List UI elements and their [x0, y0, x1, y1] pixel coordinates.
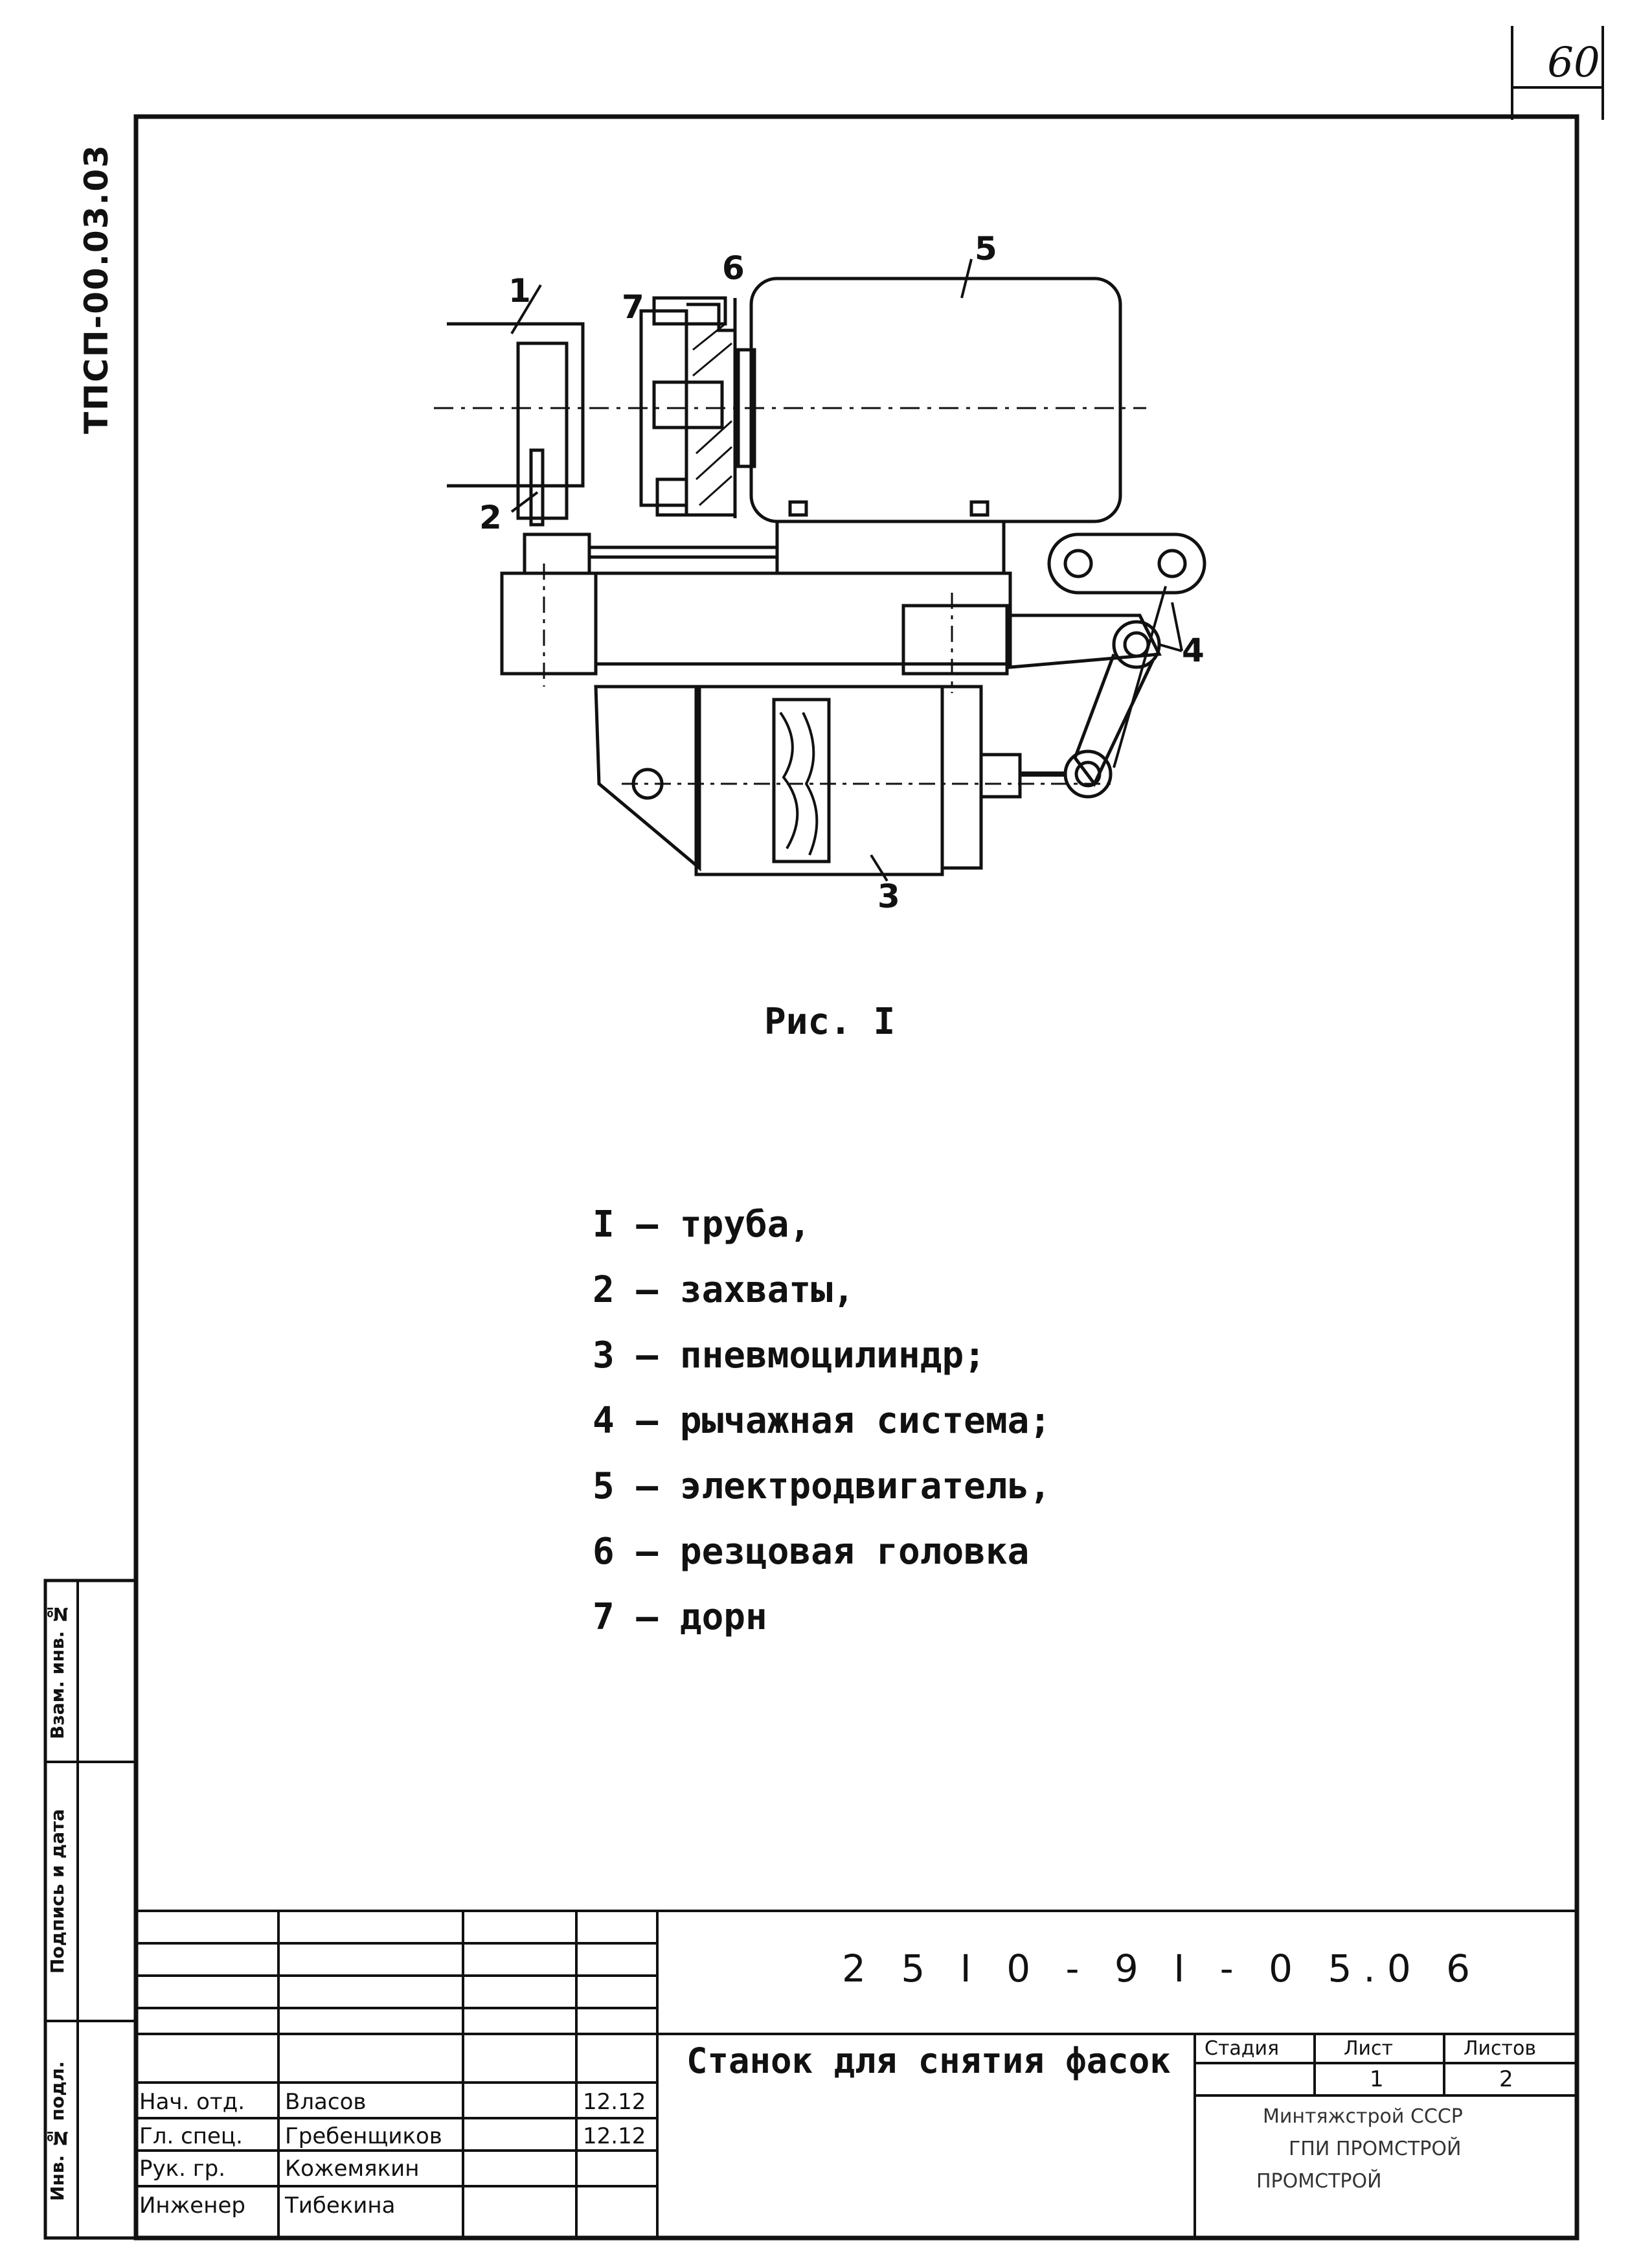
figure-caption: Рис. I: [764, 1001, 896, 1043]
leader-5: [960, 258, 973, 299]
leader-2: [510, 491, 539, 513]
slide-block: [523, 532, 591, 575]
leader-4b: [1159, 643, 1182, 652]
org-line: Минтяжстрой СССР: [1263, 2105, 1463, 2128]
side-stamp-signature-date: Подпись и дата: [47, 1809, 68, 1974]
leader-3: [870, 854, 888, 882]
pipe-outline: [447, 322, 585, 488]
org-line: ПРОМСТРОЙ: [1256, 2170, 1382, 2193]
mandrel-bottom: [655, 477, 688, 517]
stage-label: Стадия: [1205, 2037, 1280, 2060]
outer-frame: [133, 114, 1579, 2241]
document-code: 2 5 I 0 - 9 I - 0 5.0 6: [842, 1946, 1482, 1991]
callout-7: 7: [622, 288, 644, 326]
legend-item: I – труба,: [593, 1204, 811, 1246]
side-stamp-inv-no: Инв. № подл.: [47, 2061, 68, 2201]
lever-link-top: [1047, 532, 1206, 595]
legend-list: I – труба, 2 – захваты, 3 – пневмоцилинд…: [593, 1192, 1051, 1650]
motor-base: [775, 519, 1006, 575]
leader-1: [510, 284, 542, 335]
link-rod: [1113, 586, 1167, 768]
machine-bed: [594, 571, 1012, 666]
mandrel-core: [652, 380, 724, 429]
lever-link-down: [1073, 654, 1155, 787]
lever-bracket: [901, 604, 1009, 676]
motor-foot-left: [788, 500, 808, 517]
legend-item: 7 – дорн: [593, 1596, 767, 1638]
role-name: Кожемякин: [285, 2156, 420, 2182]
legend-item: 4 – рычажная система;: [593, 1400, 1052, 1442]
legend-item: 6 – резцовая головка: [593, 1531, 1030, 1573]
role-label: Инженер: [139, 2193, 245, 2219]
motor-foot-right: [969, 500, 990, 517]
pneumatic-cylinder: [694, 685, 944, 876]
cylinder-cap: [940, 685, 983, 870]
callout-6: 6: [722, 249, 745, 287]
motor-coupling: [736, 348, 756, 468]
cylinder-section: [772, 698, 831, 863]
mandrel-top: [652, 296, 727, 326]
cutter-head-hatch: [692, 323, 733, 507]
callout-2: 2: [479, 499, 502, 536]
role-label: Нач. отд.: [139, 2089, 245, 2115]
side-stamp-box: [43, 1579, 138, 2240]
role-name: Гребенщиков: [285, 2123, 442, 2149]
role-name: Власов: [285, 2089, 367, 2115]
sheet-value: 1: [1370, 2066, 1384, 2092]
side-stamp-replace-inv: Взам. инв. №: [47, 1603, 68, 1739]
sheet-label: Лист: [1344, 2037, 1394, 2060]
page-number: 60: [1547, 39, 1600, 87]
callout-5: 5: [975, 230, 997, 268]
legend-item: 2 – захваты,: [593, 1269, 855, 1311]
role-label: Рук. гр.: [139, 2156, 226, 2182]
gripper-jaw: [529, 448, 545, 527]
callout-3: 3: [877, 878, 900, 915]
lever-pivot-inner: [1123, 631, 1150, 658]
cylinder-hatch: [779, 711, 819, 856]
cylinder-rod: [979, 753, 1022, 799]
lever-arm: [1008, 613, 1162, 669]
cylinder-rod-eye-inner: [1074, 760, 1102, 788]
legend-item: 3 – пневмоцилиндр;: [593, 1334, 986, 1376]
legend-item: 5 – электродвигатель,: [593, 1465, 1052, 1507]
document-title: Станок для снятия фасок: [686, 2040, 1171, 2081]
pin-2: [1157, 549, 1187, 578]
role-date: 12.12: [583, 2123, 646, 2149]
machine-drawing: [434, 258, 1206, 882]
cutter-head: [686, 303, 737, 517]
cylinder-mount: [594, 685, 701, 872]
org-line: ГПИ ПРОМСТРОЙ: [1289, 2138, 1462, 2160]
role-label: Гл. спец.: [139, 2123, 243, 2149]
title-block-grid: [136, 1910, 1577, 2238]
pin-1: [1063, 549, 1093, 578]
sheets-value: 2: [1499, 2066, 1513, 2092]
mandrel-body: [639, 309, 688, 507]
leader-4a: [1171, 602, 1183, 652]
clamp-housing: [500, 571, 598, 676]
callout-1: 1: [508, 272, 531, 310]
electric-motor: [749, 277, 1122, 523]
sheets-label: Листов: [1464, 2037, 1537, 2060]
callout-4: 4: [1182, 632, 1205, 669]
role-name: Тибекина: [285, 2193, 396, 2219]
role-date: 12.12: [583, 2089, 646, 2115]
